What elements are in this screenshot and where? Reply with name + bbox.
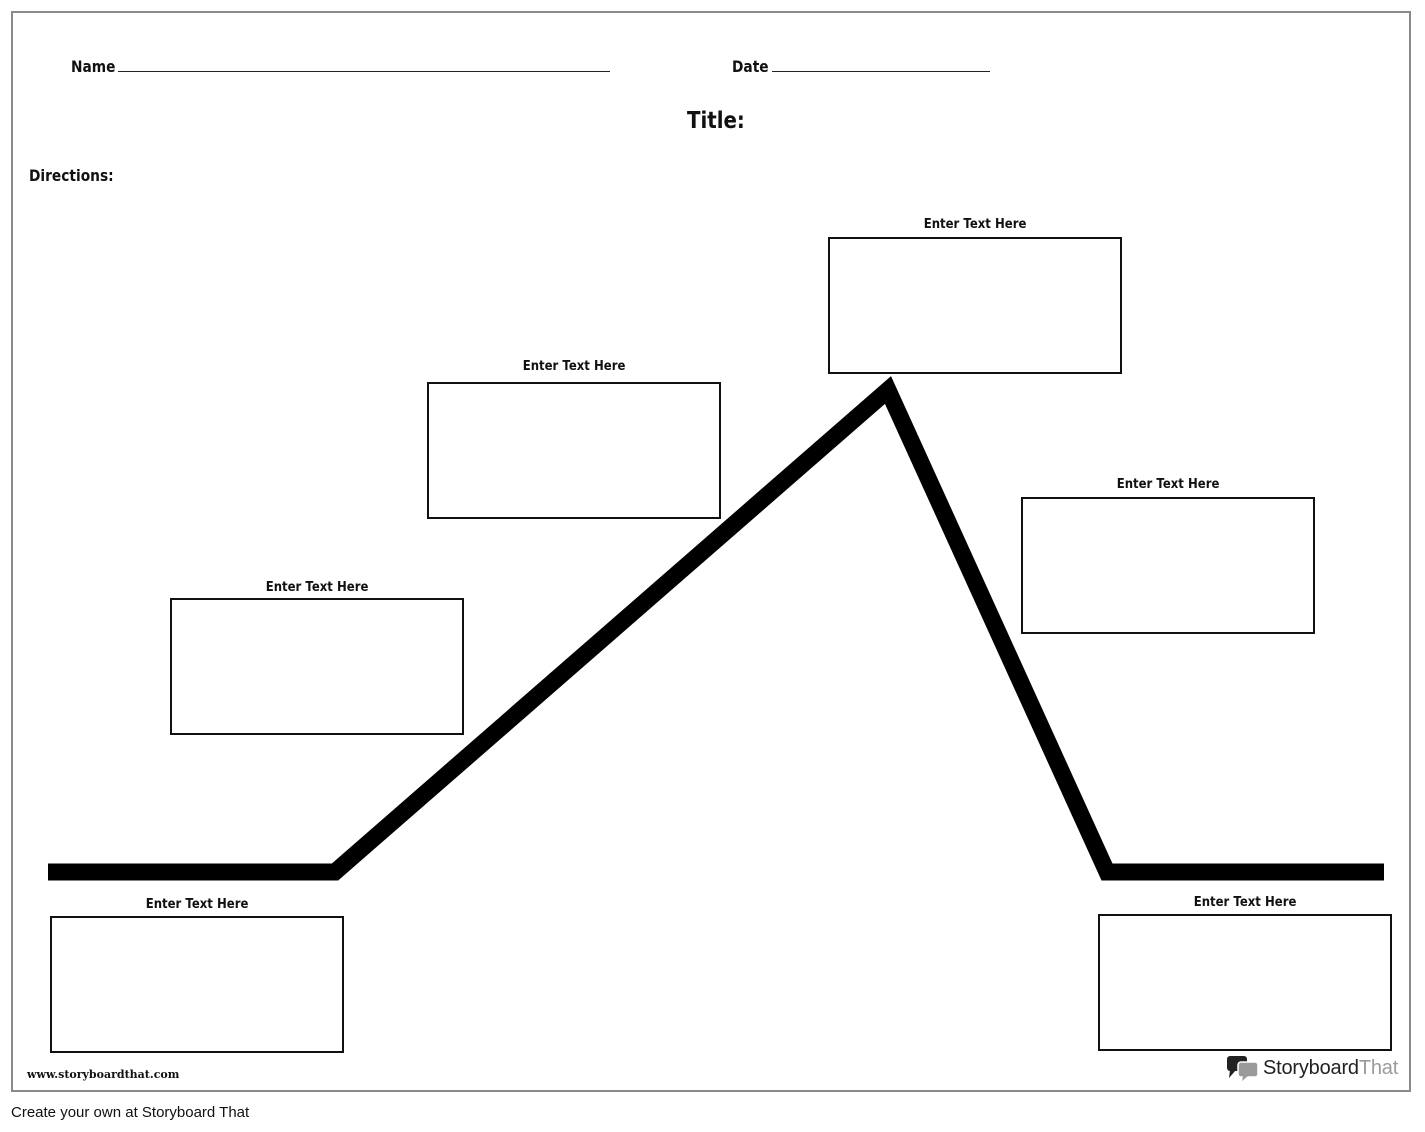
text-box-resolution[interactable]: [1098, 914, 1392, 1051]
box-label-exposition: Enter Text Here: [145, 897, 249, 912]
logo-text: StoryboardThat: [1263, 1057, 1398, 1080]
logo-word-storyboard: Storyboard: [1263, 1056, 1359, 1079]
text-box-rising-action-2[interactable]: [427, 382, 721, 519]
text-box-exposition[interactable]: [50, 916, 344, 1053]
name-label: Name: [71, 57, 116, 76]
plot-diagram-line: [48, 376, 1384, 881]
storyboardthat-logo: StoryboardThat: [1227, 1055, 1398, 1081]
date-line[interactable]: [772, 71, 990, 72]
footer-credit-link[interactable]: Create your own at Storyboard That: [11, 1104, 250, 1121]
box-label-resolution: Enter Text Here: [1193, 895, 1297, 910]
date-label: Date: [732, 57, 769, 76]
box-label-rising-action-2: Enter Text Here: [522, 359, 626, 374]
speech-bubbles-icon: [1227, 1056, 1259, 1081]
site-url: www.storyboardthat.com: [27, 1068, 180, 1081]
worksheet: Name Date Title: Directions: Enter Text …: [11, 11, 1411, 1092]
box-label-rising-action: Enter Text Here: [265, 580, 369, 595]
box-label-climax: Enter Text Here: [923, 217, 1027, 232]
text-box-climax[interactable]: [828, 237, 1122, 374]
title-label: Title:: [687, 108, 745, 134]
box-label-falling-action: Enter Text Here: [1116, 477, 1220, 492]
text-box-falling-action[interactable]: [1021, 497, 1315, 634]
text-box-rising-action[interactable]: [170, 598, 464, 735]
directions-label: Directions:: [29, 166, 114, 185]
logo-word-that: That: [1358, 1056, 1399, 1079]
name-line[interactable]: [118, 71, 610, 72]
